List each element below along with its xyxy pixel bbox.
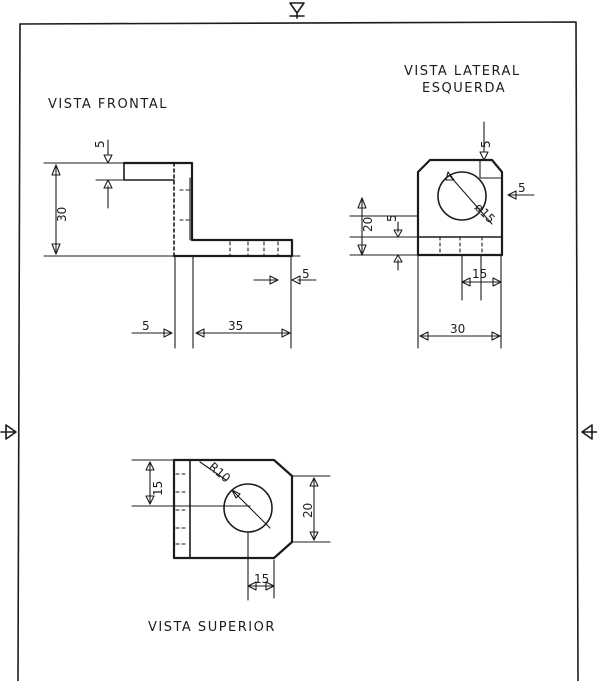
- left-dim-top: 5: [479, 140, 493, 148]
- front-dim-top-thickness: 5: [93, 140, 107, 148]
- center-marker-left-icon: [0, 424, 17, 440]
- center-marker-top-icon: [289, 2, 305, 19]
- left-view-title-line2: ESQUERDA: [422, 81, 506, 96]
- left-dim-hole-diameter: ø15: [472, 200, 498, 226]
- top-dim-width: 20: [301, 503, 315, 518]
- left-dim-height: 20: [361, 217, 375, 232]
- left-dim-right: 5: [518, 181, 526, 195]
- front-view-drawing: [43, 139, 317, 349]
- center-marker-right-icon: [581, 424, 597, 440]
- top-view-title: VISTA SUPERIOR: [148, 620, 276, 635]
- top-view-drawing: [131, 458, 331, 601]
- left-dim-width: 30: [450, 322, 465, 336]
- front-view-title: VISTA FRONTAL: [48, 97, 168, 112]
- left-view-drawing: [349, 121, 535, 349]
- left-dim-center: 15: [472, 267, 487, 281]
- front-dim-length: 35: [228, 319, 243, 333]
- top-dim-left: 15: [151, 481, 165, 496]
- sheet-border: [17, 21, 579, 681]
- left-view-title-line1: VISTA LATERAL: [404, 64, 521, 79]
- top-dim-center: 15: [254, 572, 269, 586]
- top-dim-radius: R10: [206, 460, 233, 486]
- front-dim-base-thickness: 5: [302, 267, 310, 281]
- front-dim-left-offset: 5: [142, 319, 150, 333]
- left-dim-small: 5: [385, 214, 399, 222]
- front-dim-height: 30: [55, 207, 69, 222]
